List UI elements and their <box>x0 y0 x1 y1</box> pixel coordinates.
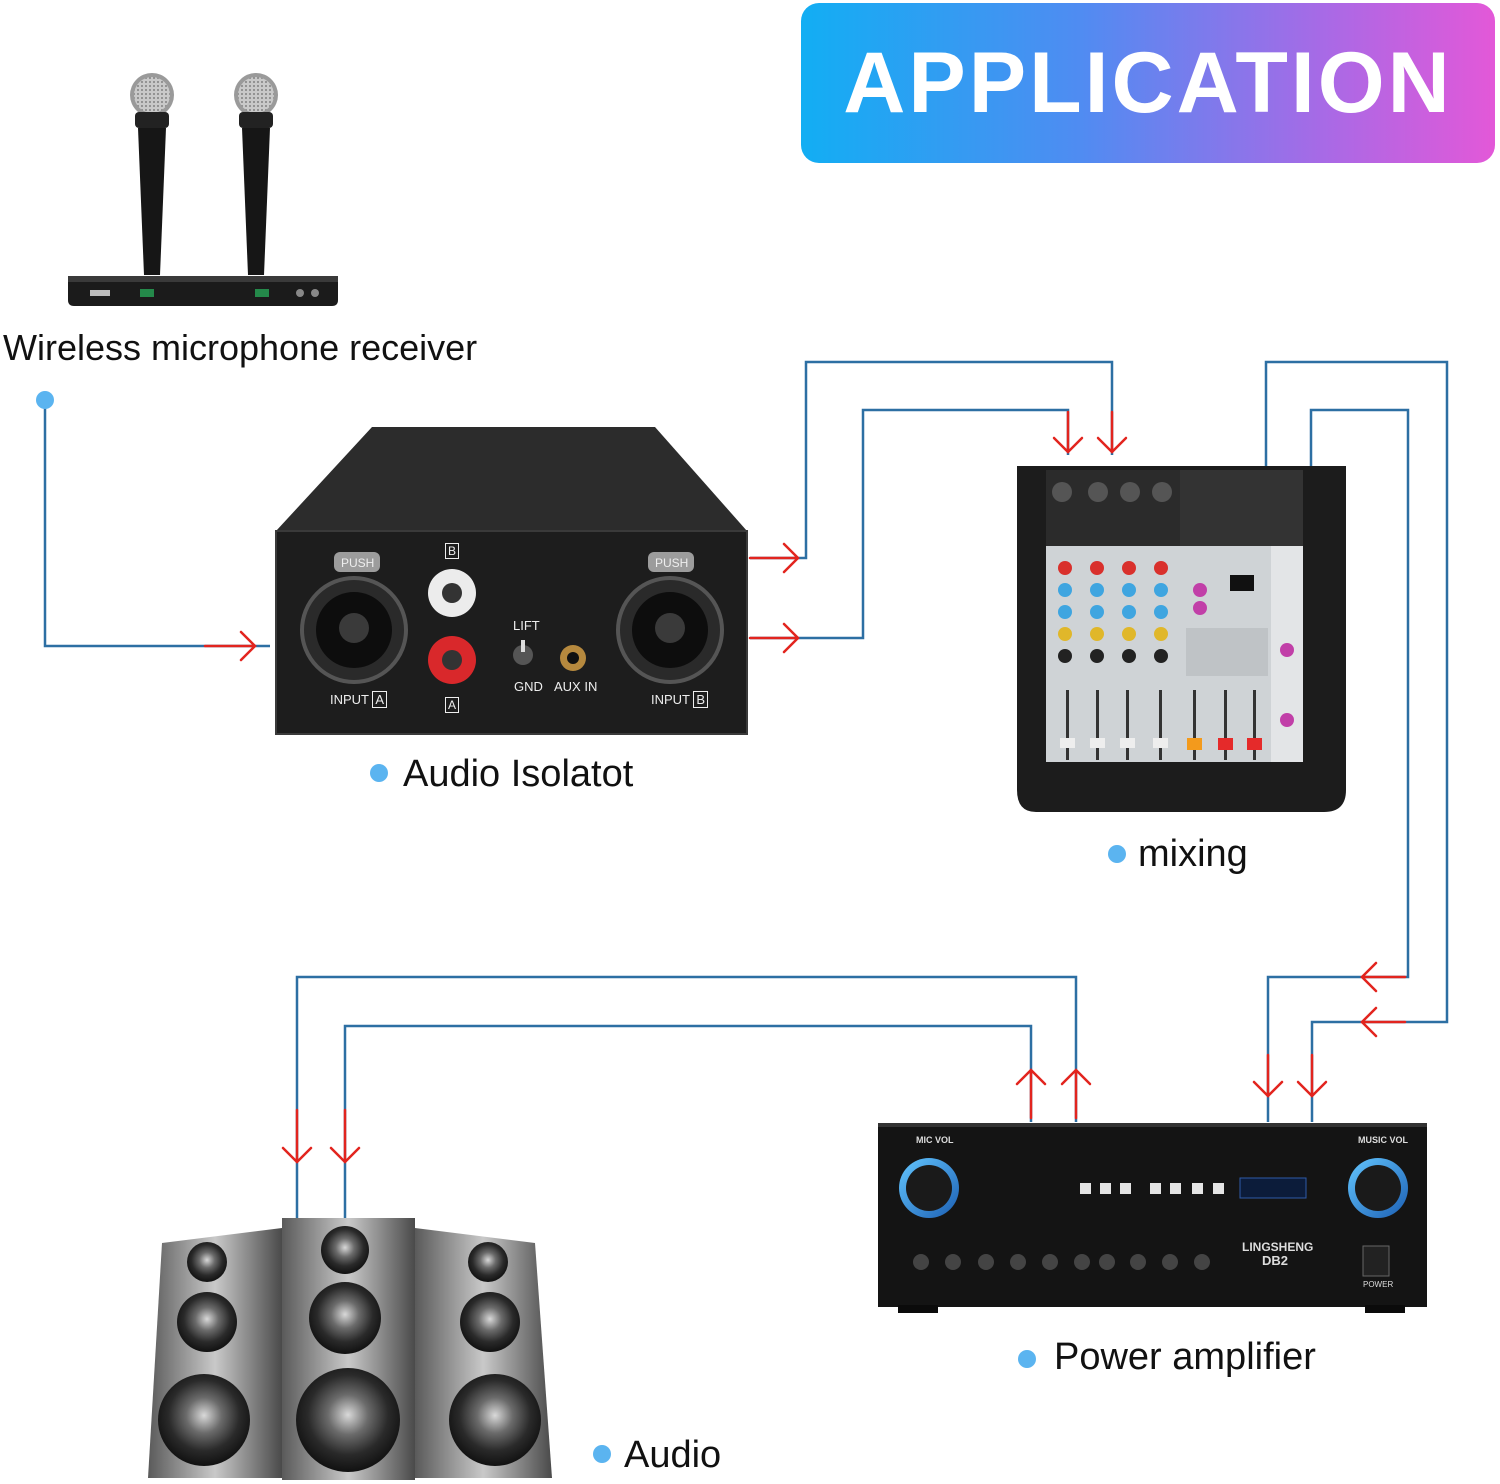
arrow-into-mixer-1 <box>1052 410 1084 454</box>
arrow-into-isolator <box>203 630 257 662</box>
page-title: APPLICATION <box>843 34 1453 131</box>
arrow-amp-out-2 <box>1060 1068 1092 1120</box>
arrow-into-amp-1 <box>1252 1053 1284 1098</box>
amp-brand-label: LINGSHENG <box>1242 1240 1314 1254</box>
isolator-input-b-label: INPUT B <box>651 691 709 708</box>
mixer-illustration <box>1017 466 1346 812</box>
microphone-icon <box>234 73 278 275</box>
dot-speakers <box>593 1445 611 1463</box>
isolator-lift-label: LIFT <box>513 618 540 633</box>
label-audio-isolator: Audio Isolatot <box>403 753 634 795</box>
isolator-tag-b-top: B <box>445 543 460 559</box>
amp-power-label: POWER <box>1363 1280 1394 1289</box>
isolator-push-a-label: PUSH <box>341 556 375 570</box>
arrow-isolator-out-2 <box>748 622 800 654</box>
amplifier-illustration <box>878 1123 1427 1313</box>
arrow-amp-out-1 <box>1015 1068 1047 1120</box>
wire-mixer-to-amp-2 <box>1266 408 1410 1122</box>
wireless-receiver-illustration <box>68 73 338 306</box>
arrow-into-speakers-1 <box>281 1108 313 1164</box>
wire-mixer-to-amp-1 <box>1264 360 1449 1122</box>
isolator-tag-a-bottom: A <box>445 697 460 713</box>
mixer-faders <box>1066 690 1256 760</box>
label-audio-speakers: Audio <box>624 1434 722 1476</box>
arrow-into-mixer-2 <box>1096 410 1128 454</box>
arrow-right-wire-1 <box>1360 961 1407 993</box>
isolator-gnd-label: GND <box>514 679 543 694</box>
dot-receiver <box>36 391 54 409</box>
dot-amplifier <box>1018 1350 1036 1368</box>
microphone-icon <box>130 73 174 275</box>
mixer-fader-caps <box>1060 738 1262 750</box>
dot-mixer <box>1108 845 1126 863</box>
amp-model-label: DB2 <box>1262 1253 1289 1268</box>
amp-mic-vol-label: MIC VOL <box>916 1135 954 1145</box>
isolator-aux-in-label: AUX IN <box>554 679 598 694</box>
amp-music-vol-label: MUSIC VOL <box>1358 1135 1409 1145</box>
isolator-push-b-label: PUSH <box>655 556 689 570</box>
arrow-into-amp-2 <box>1296 1053 1328 1098</box>
dot-isolator <box>370 764 388 782</box>
speakers-illustration <box>148 1218 552 1480</box>
arrow-isolator-out-1 <box>748 542 800 574</box>
mixer-channel-knobs <box>1052 482 1294 727</box>
arrow-into-speakers-2 <box>329 1108 361 1164</box>
label-mixing: mixing <box>1138 833 1248 875</box>
wire-receiver-to-isolator <box>43 400 270 648</box>
isolator-input-a-label: INPUT A <box>330 691 388 708</box>
audio-isolator-illustration <box>275 427 748 735</box>
title-banner: APPLICATION <box>801 3 1495 163</box>
label-wireless-receiver: Wireless microphone receiver <box>3 327 478 368</box>
label-power-amplifier: Power amplifier <box>1054 1336 1316 1378</box>
arrow-right-wire-2 <box>1360 1006 1407 1038</box>
wire-amp-to-speakers-1 <box>295 975 1078 1222</box>
